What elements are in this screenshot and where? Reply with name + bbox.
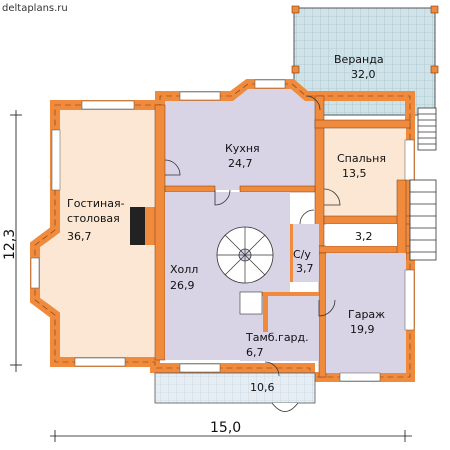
living-label-2: столовая xyxy=(67,212,120,225)
doors xyxy=(164,95,341,377)
site-caption: deltaplans.ru xyxy=(2,3,68,14)
kitchen-label: Кухня xyxy=(225,142,260,155)
bedroom-label: Спальня xyxy=(337,152,386,165)
vestibule-area: 6,7 xyxy=(246,346,264,359)
veranda-area: 32,0 xyxy=(351,68,376,81)
bedroom xyxy=(324,120,406,216)
height-dimension xyxy=(10,110,22,372)
vestibule-label: Тамб.гард. xyxy=(245,331,309,344)
living-room xyxy=(40,110,155,357)
terrace-area: 10,6 xyxy=(250,381,275,394)
living-area: 36,7 xyxy=(67,230,92,243)
hall-label: Холл xyxy=(170,263,198,276)
hall-area: 26,9 xyxy=(170,279,195,292)
wc-area: 3,7 xyxy=(296,262,314,275)
veranda xyxy=(291,5,439,151)
veranda-label: Веранда xyxy=(334,53,384,66)
height-value: 12,3 xyxy=(2,229,18,260)
storage xyxy=(326,224,397,246)
side-stairs xyxy=(409,179,437,261)
garage-area: 19,9 xyxy=(350,323,375,336)
vestibule xyxy=(239,291,319,361)
garage-label: Гараж xyxy=(348,308,385,321)
width-dimension xyxy=(50,430,412,442)
garage xyxy=(326,253,406,373)
kitchen-area: 24,7 xyxy=(228,157,253,170)
kitchen xyxy=(165,89,315,190)
windows xyxy=(30,79,415,382)
storage-area: 3,2 xyxy=(355,230,373,243)
wc-label: С/у xyxy=(293,248,311,261)
wc xyxy=(290,224,319,282)
terrace xyxy=(154,372,316,412)
living-label-1: Гостиная- xyxy=(67,197,125,210)
width-value: 15,0 xyxy=(210,420,241,436)
bedroom-area: 13,5 xyxy=(342,167,367,180)
